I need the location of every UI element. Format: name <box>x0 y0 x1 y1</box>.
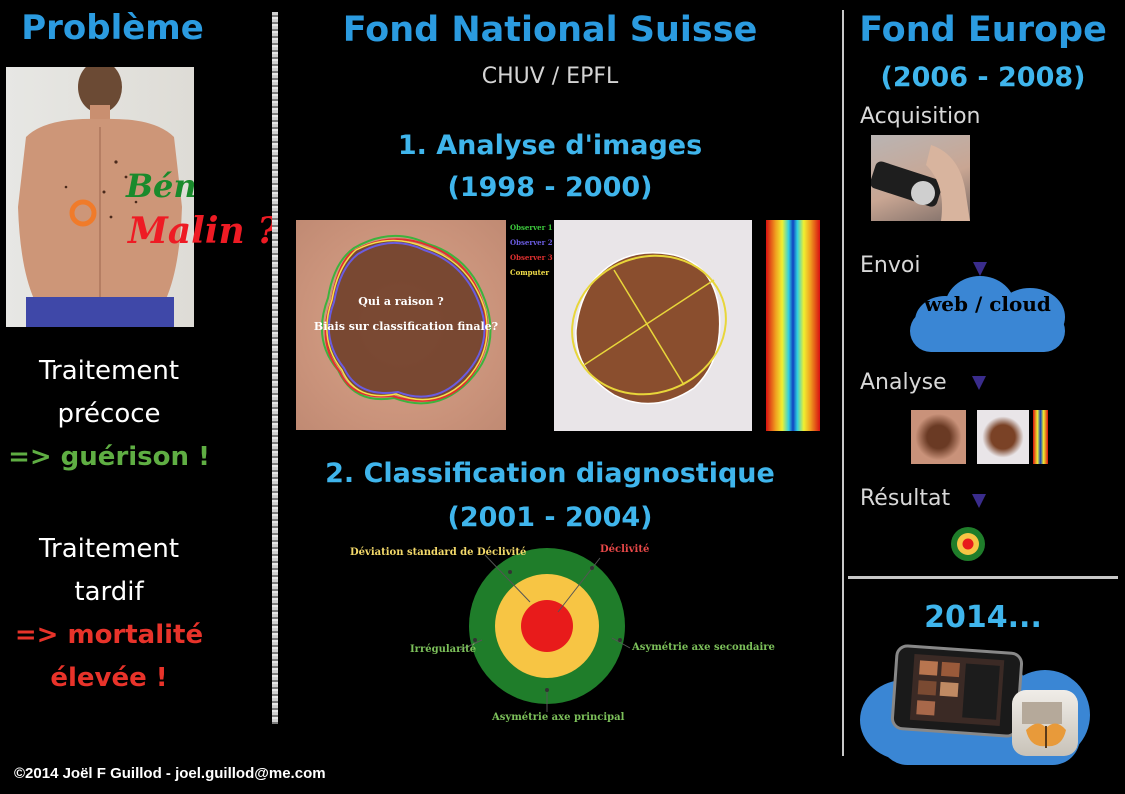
footer-copyright: ©2014 Joël F Guillod - joel.guillod@me.c… <box>14 765 326 782</box>
section2-title: 2. Classification diagnostique <box>325 458 775 489</box>
early-result: => guérison ! <box>8 442 210 472</box>
section2-years: (2001 - 2004) <box>447 502 653 533</box>
lesion-question2: Biais sur classification finale? <box>313 320 499 333</box>
label-deviation: Déviation standard de Déclivité <box>350 547 527 558</box>
cloud-label: web / cloud <box>924 292 1051 316</box>
diagnostic-target <box>459 548 631 712</box>
europe-title: Fond Europe <box>859 10 1107 50</box>
arrow-analyse-icon <box>972 376 986 390</box>
section-divider <box>848 576 1118 579</box>
cloud-icon: web / cloud <box>905 268 1070 353</box>
back-photo: Bénin ? <box>6 67 194 327</box>
step-analyse: Analyse <box>860 370 947 395</box>
result-target-thumb <box>951 527 985 561</box>
app-icon <box>1012 690 1078 756</box>
arrow-envoi-icon <box>973 262 987 276</box>
late-treatment: Traitement tardif => mortalité élevée ! <box>0 528 218 700</box>
lesion-axes-image <box>554 220 752 431</box>
legend-computer: Computer <box>510 268 550 277</box>
legend-observer3: Observer 3 <box>510 253 553 262</box>
lesion-observers-image: Qui a raison ? Biais sur classification … <box>296 220 506 430</box>
observer-legend: Observer 1 Observer 2 Observer 3 Compute… <box>510 220 553 280</box>
late-result-line2: élevée ! <box>50 663 168 693</box>
legend-observer1: Observer 1 <box>510 223 553 232</box>
dermatoscope-photo <box>871 135 970 221</box>
early-line2: précoce <box>57 399 161 429</box>
analyse-thumb-2 <box>977 410 1029 464</box>
lesion-question1: Qui a raison ? <box>358 295 444 308</box>
label-declivite: Déclivité <box>600 544 650 555</box>
label-asym-secondary: Asymétrie axe secondaire <box>632 642 775 653</box>
early-treatment: Traitement précoce => guérison ! <box>0 350 218 479</box>
analyse-thumb-3 <box>1033 410 1048 464</box>
malin-label: Malin ? <box>128 210 279 252</box>
section1-title: 1. Analyse d'images <box>397 130 703 161</box>
legend-observer2: Observer 2 <box>510 238 553 247</box>
color-map-strip <box>766 220 820 431</box>
europe-years: (2006 - 2008) <box>880 62 1086 93</box>
late-line1: Traitement <box>38 534 180 564</box>
label-irregularite: Irrégularité <box>410 644 477 655</box>
fns-subtitle: CHUV / EPFL <box>481 64 619 89</box>
column-divider <box>842 10 844 756</box>
late-line2: tardif <box>74 577 144 607</box>
benin-label: Bénin ? <box>126 167 194 205</box>
late-result-line1: => mortalité <box>14 620 204 650</box>
arrow-resultat-icon <box>972 494 986 508</box>
future-year: 2014... <box>924 600 1042 635</box>
step-acquisition: Acquisition <box>860 104 981 129</box>
tablet-device <box>890 643 1024 739</box>
problem-title: Problème <box>21 8 204 48</box>
label-asym-principal: Asymétrie axe principal <box>492 712 625 723</box>
step-resultat: Résultat <box>860 486 951 511</box>
section1-years: (1998 - 2000) <box>447 172 653 202</box>
early-line1: Traitement <box>38 356 180 386</box>
analyse-thumb-1 <box>911 410 966 464</box>
fns-title: Fond National Suisse <box>342 10 758 50</box>
step-envoi: Envoi <box>860 253 921 278</box>
rope-divider <box>272 12 278 724</box>
